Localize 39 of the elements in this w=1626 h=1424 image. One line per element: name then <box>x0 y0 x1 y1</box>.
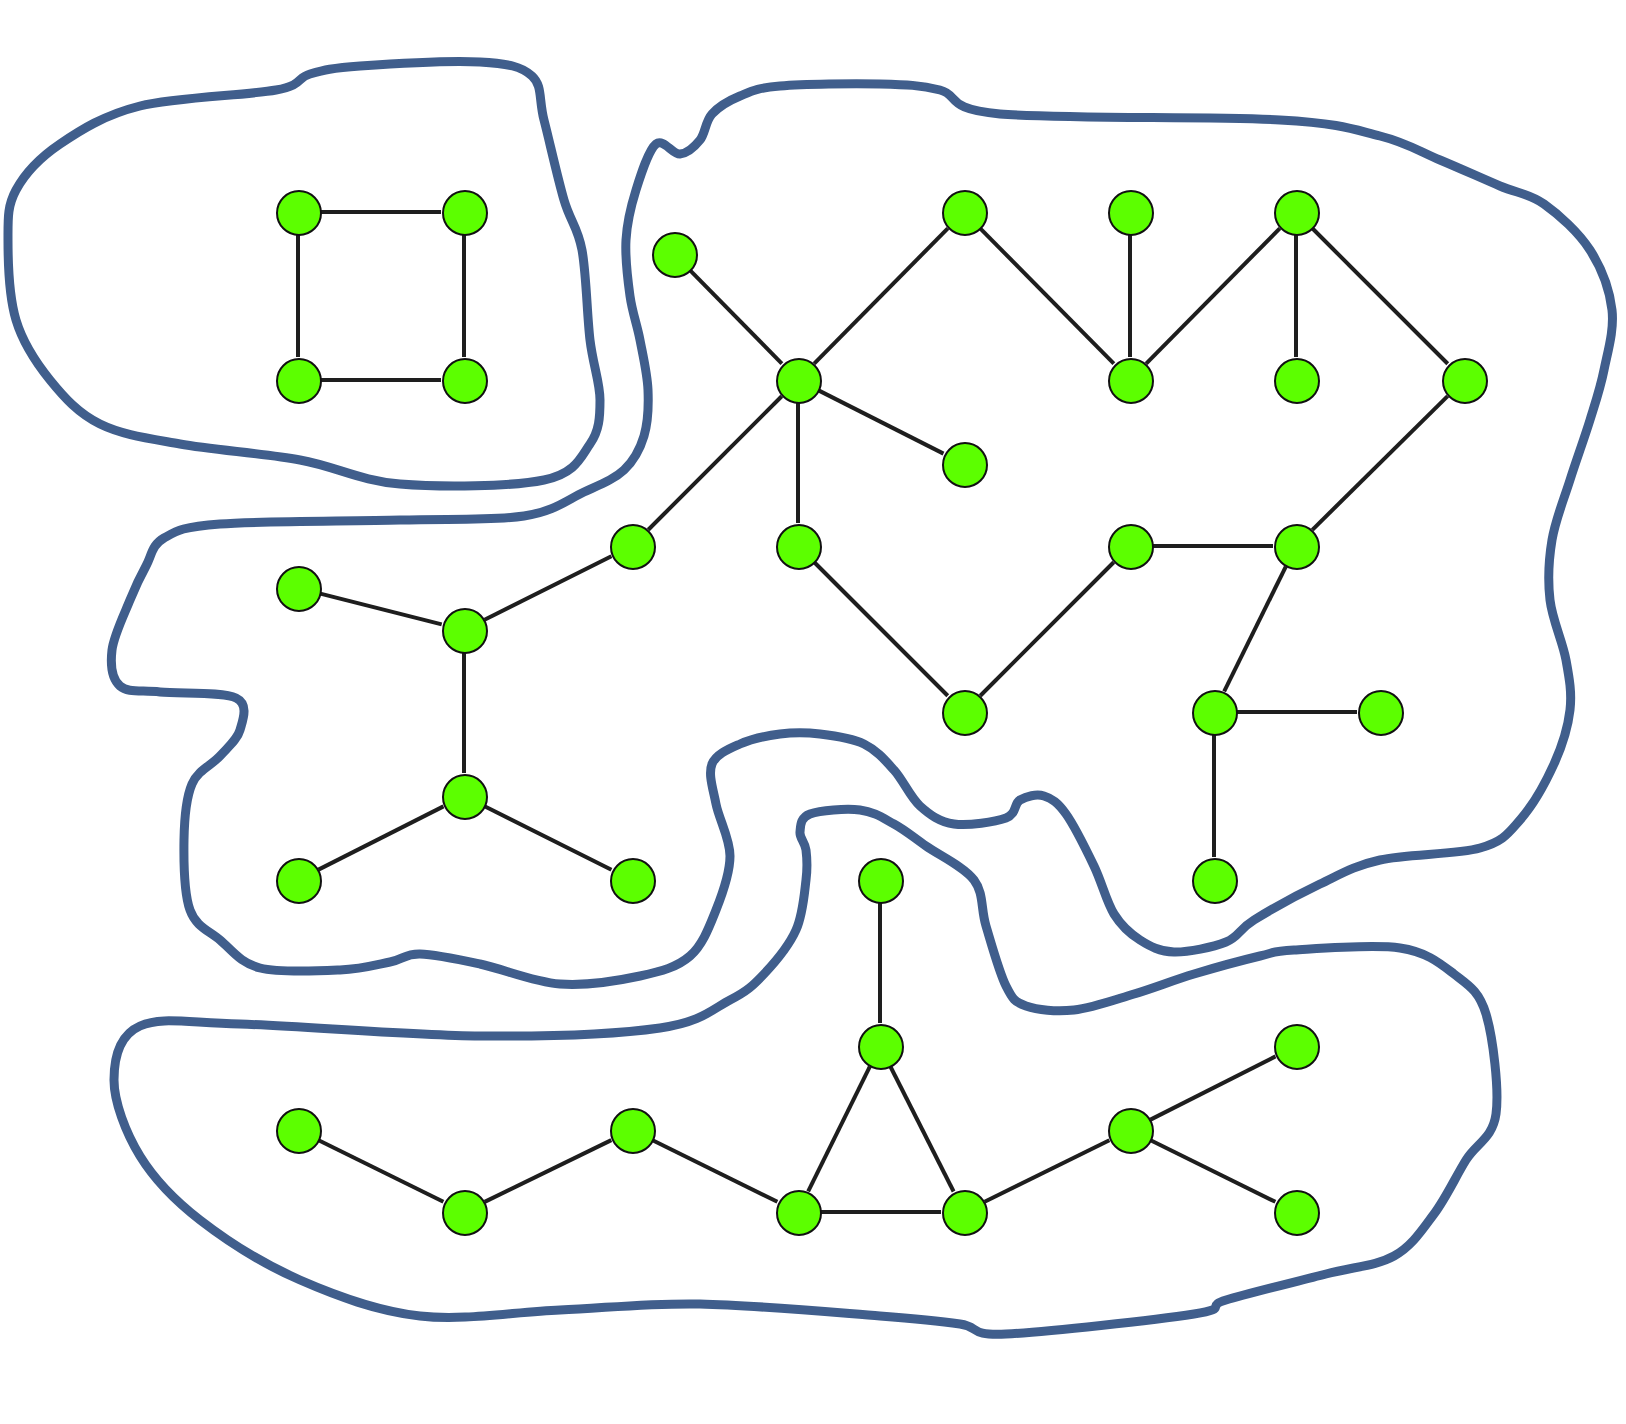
edge-line <box>1310 394 1450 532</box>
edge-line <box>812 560 950 698</box>
edge-line <box>651 1138 779 1204</box>
edge-line <box>483 1138 613 1204</box>
edge-line <box>821 1210 941 1214</box>
edge-line <box>483 554 613 622</box>
edge-line <box>462 235 466 357</box>
edge-line <box>888 1065 956 1193</box>
edge-line <box>978 560 1116 698</box>
edge-line <box>983 1138 1111 1204</box>
edge-line <box>1212 735 1216 857</box>
edge-line <box>1222 565 1288 693</box>
edge-line <box>646 394 784 532</box>
edge-line <box>812 226 950 366</box>
edge-line <box>688 269 784 365</box>
edge-line <box>1153 544 1273 548</box>
edge-line <box>483 804 613 872</box>
edge-line <box>796 403 800 523</box>
edge-line <box>817 388 945 456</box>
edge-line <box>296 235 300 357</box>
edge-line <box>1128 235 1132 357</box>
edge-line <box>878 903 882 1023</box>
edge-line <box>321 210 441 214</box>
edge-line <box>317 1138 445 1204</box>
edge-line <box>317 804 445 872</box>
edge-line <box>1310 226 1450 366</box>
edge-line <box>1149 1138 1277 1204</box>
edge-line <box>1294 235 1298 357</box>
edge-line <box>321 378 441 382</box>
group-outline <box>2 56 606 490</box>
group-outline <box>106 78 1618 990</box>
edge-line <box>806 1065 872 1193</box>
edge-line <box>1149 1054 1277 1122</box>
group-outline <box>108 804 1502 1340</box>
edge-line <box>1144 226 1282 366</box>
edge-line <box>1237 710 1357 714</box>
edge-line <box>319 591 443 627</box>
edge-line <box>978 226 1116 366</box>
edge-line <box>462 653 466 773</box>
